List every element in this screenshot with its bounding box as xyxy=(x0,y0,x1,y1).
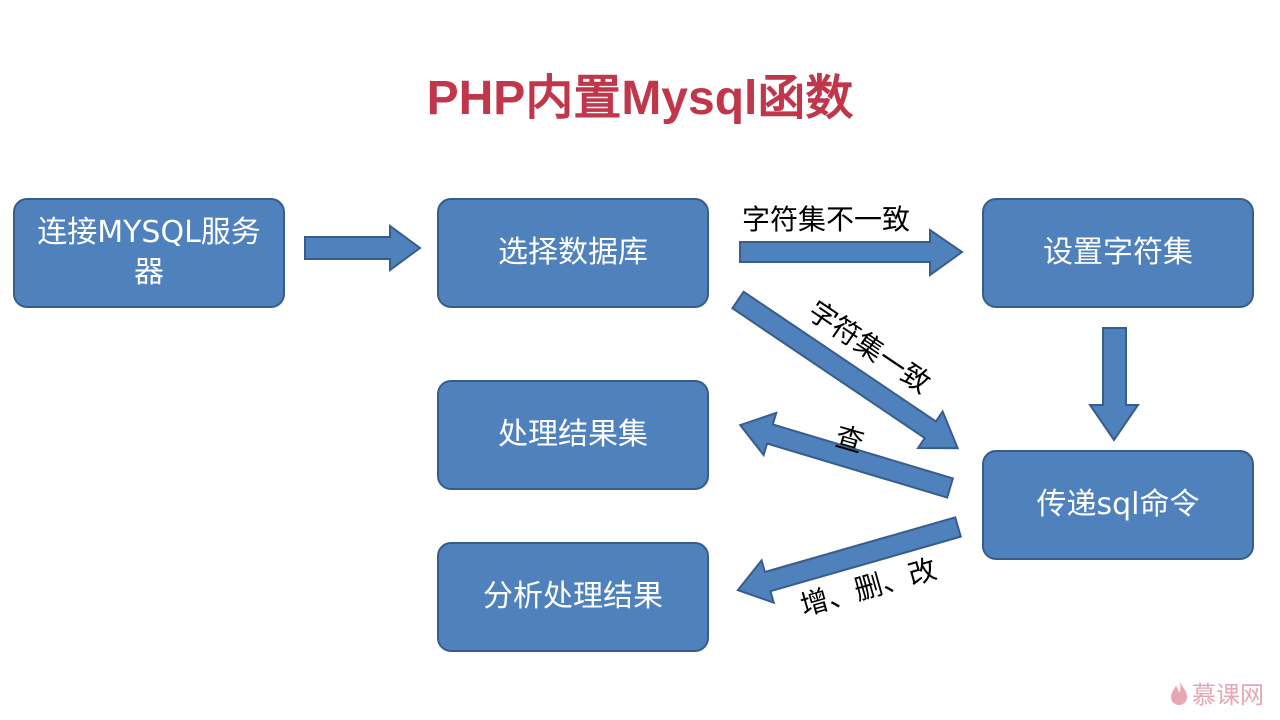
box-set-charset: 设置字符集 xyxy=(982,198,1254,308)
box-connect-mysql: 连接MYSQL服务器 xyxy=(13,198,285,308)
watermark-logo: 慕课网 xyxy=(1170,675,1264,710)
arrow-send-to-analyze xyxy=(736,516,962,605)
arrow-select-to-send xyxy=(731,290,960,450)
box-analyze-result: 分析处理结果 xyxy=(437,542,709,652)
arrow-connect-to-select xyxy=(304,224,422,272)
arrow-send-to-process xyxy=(738,411,955,499)
arrow-charset-to-send xyxy=(1088,327,1140,442)
box-process-result: 处理结果集 xyxy=(437,380,709,490)
arrow-select-to-charset xyxy=(739,228,964,277)
slide-title: PHP内置Mysql函数 xyxy=(426,72,854,125)
watermark-text: 慕课网 xyxy=(1192,681,1264,709)
flame-icon xyxy=(1171,680,1187,705)
box-send-sql: 传递sql命令 xyxy=(982,450,1254,560)
box-select-db: 选择数据库 xyxy=(437,198,709,308)
label-charset-mismatch: 字符集不一致 xyxy=(742,203,911,236)
